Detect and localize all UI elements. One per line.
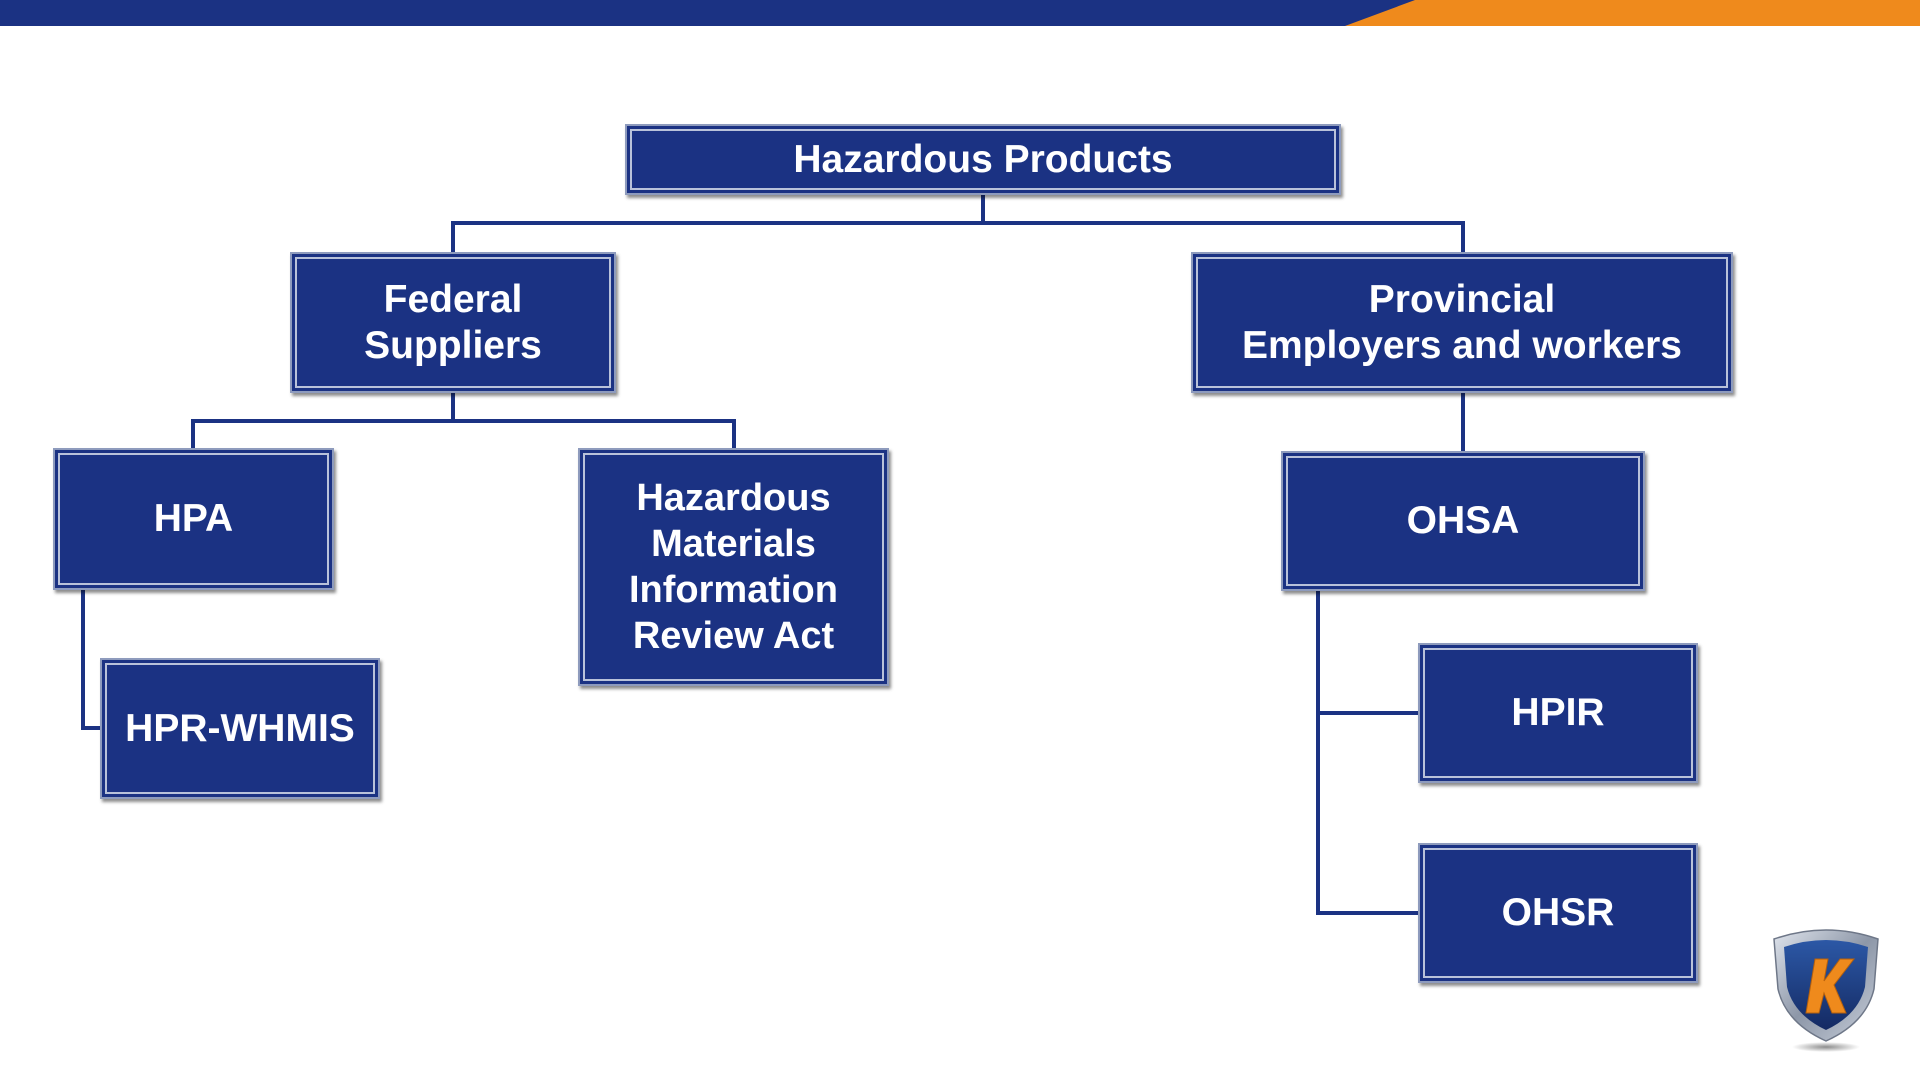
node-label: Hazardous Products [793, 137, 1173, 181]
node-label: Hazardous Materials Information Review A… [629, 477, 838, 657]
node-provincial: Provincial Employers and workers [1191, 252, 1733, 393]
node-label: Provincial Employers and workers [1241, 277, 1682, 367]
shield-k-logo-icon [1773, 929, 1879, 1052]
connector-hpa-hpr [81, 590, 100, 730]
node-hmira: Hazardous Materials Information Review A… [578, 448, 889, 686]
node-label: OHSR [1501, 891, 1615, 934]
node-hpa: HPA [53, 448, 334, 590]
node-federal-suppliers: Federal Suppliers [290, 252, 616, 393]
node-label: HPA [153, 497, 234, 540]
node-label: Federal Suppliers [364, 277, 542, 367]
connector-ohsa-children [1316, 591, 1418, 915]
connector-federal-branch [191, 419, 736, 448]
node-label: OHSA [1406, 499, 1520, 542]
top-accent-bar [0, 0, 1920, 26]
node-label: HPR-WHMIS [125, 706, 355, 750]
node-hazardous-products: Hazardous Products [625, 124, 1341, 195]
connector-root-branch [451, 221, 1465, 252]
node-ohsa: OHSA [1281, 451, 1645, 591]
node-label: HPIR [1511, 691, 1605, 734]
node-hpr-whmis: HPR-WHMIS [100, 658, 380, 799]
node-hpir: HPIR [1418, 643, 1698, 783]
node-ohsr: OHSR [1418, 843, 1698, 983]
